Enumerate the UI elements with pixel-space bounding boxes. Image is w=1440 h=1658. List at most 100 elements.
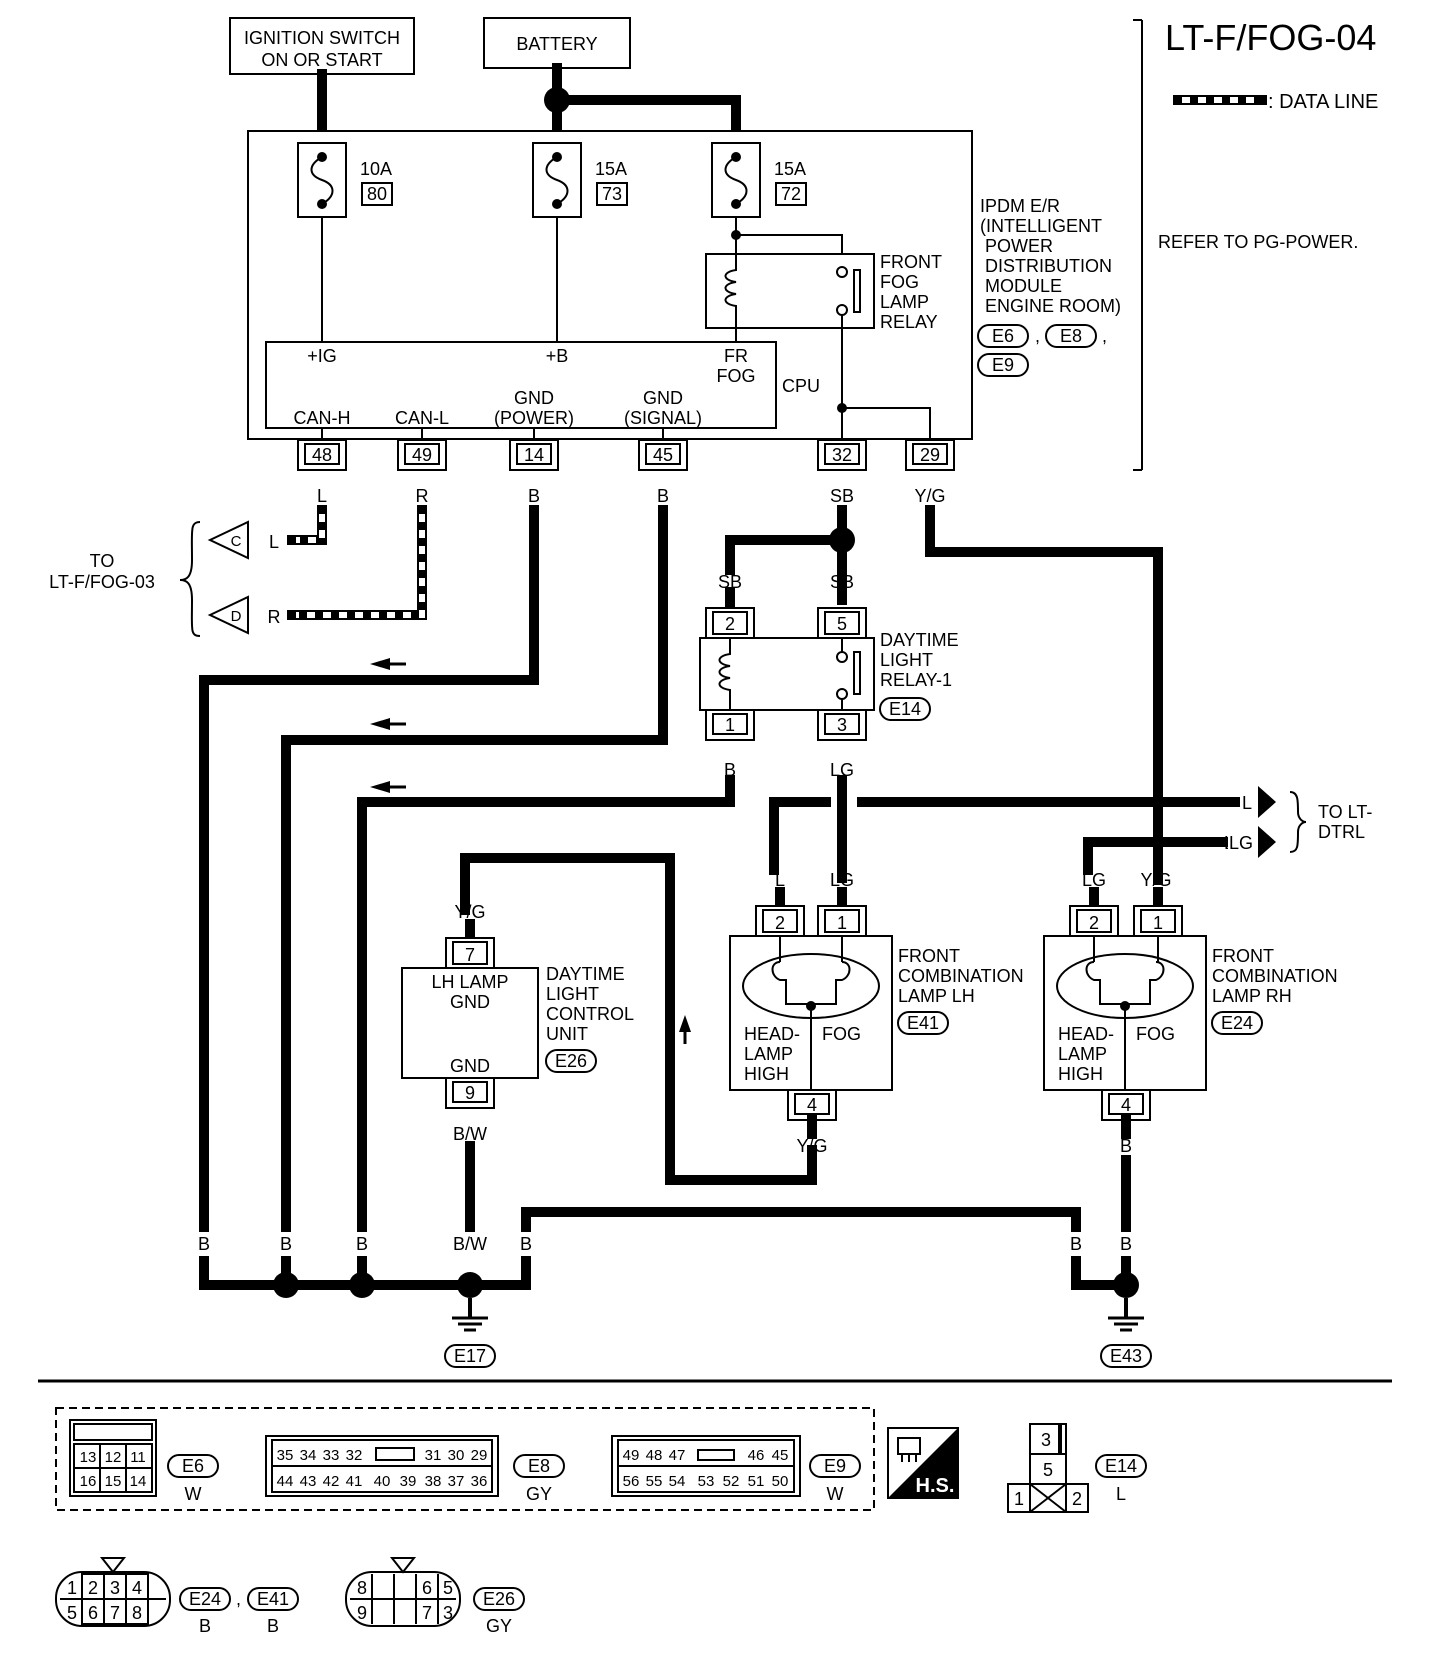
- lamp-rh-fog: FOG: [1136, 1024, 1175, 1044]
- battery-label: BATTERY: [516, 34, 597, 54]
- front-combination-lamp-lh: L LG 2 1 HEAD- LAMP HIGH FOG 4 FRONT COM…: [729, 865, 1024, 1121]
- e41-name: E41: [257, 1589, 289, 1609]
- e14-cell-5: 5: [1043, 1460, 1053, 1480]
- ipdm-label-4: DISTRIBUTION: [985, 256, 1112, 276]
- wire-label-lg-relay1: LG: [830, 760, 854, 780]
- gnd-wire-b-6-text: B: [1120, 1234, 1132, 1254]
- relay1-pin-5: 5: [837, 614, 847, 634]
- lamp-lh-conn: E41: [907, 1013, 939, 1033]
- relay1-label-2: LIGHT: [880, 650, 933, 670]
- e9-r2-5: 51: [748, 1473, 765, 1490]
- e8-r1a-1: 34: [300, 1447, 317, 1464]
- ipdm-conn-e6: E6: [992, 326, 1014, 346]
- e8-r2-7: 37: [448, 1473, 465, 1490]
- connector-view-e14: 3 5 1 2 E14 L: [1007, 1423, 1147, 1513]
- dtrl-wire-l-text: L: [1242, 793, 1252, 813]
- e8-r2-5: 39: [400, 1473, 417, 1490]
- wire-label-yg: Y/G: [914, 486, 945, 506]
- fuse-72: 15A 72: [711, 142, 807, 218]
- e9-r1b-0: 46: [748, 1447, 765, 1464]
- e24-r2-0: 5: [67, 1603, 77, 1623]
- e9-r1a-1: 48: [646, 1447, 663, 1464]
- e8-r2-0: 44: [277, 1473, 294, 1490]
- ipdm-label-3: POWER: [985, 236, 1053, 256]
- hs-text: H.S.: [916, 1475, 955, 1497]
- ipdm-conn-e9: E9: [992, 355, 1014, 375]
- ipdm-pins: 48 49 14 45 32 29: [297, 439, 955, 471]
- e9-r2-6: 50: [772, 1473, 789, 1490]
- lamp-rh-pin-1: 1: [1153, 913, 1163, 933]
- e9-r2-0: 56: [623, 1473, 640, 1490]
- e24-r1-3: 4: [132, 1578, 142, 1598]
- e9-name: E9: [824, 1456, 846, 1476]
- lamp-rh-pin-2: 2: [1089, 913, 1099, 933]
- ground-e43-label: E43: [1110, 1346, 1142, 1366]
- e8-r2-4: 40: [374, 1473, 391, 1490]
- lamp-lh-pin-4: 4: [807, 1095, 817, 1115]
- cpu-term-gndp-2: (POWER): [494, 408, 574, 428]
- e14-cell-2: 2: [1072, 1489, 1082, 1509]
- lamp-rh-label-1: FRONT: [1212, 946, 1274, 966]
- dlcu-inside-2: GND: [450, 992, 490, 1012]
- wire-label-sb-2: SB: [718, 572, 742, 592]
- dlcu-wire-yg: Y/G: [454, 902, 485, 922]
- e6-r2-2: 14: [130, 1473, 147, 1490]
- lamp-lh-pin-1: 1: [837, 913, 847, 933]
- fuse-73: 15A 73: [532, 142, 628, 218]
- e24-r2-1: 6: [88, 1603, 98, 1623]
- ground-e17-label: E17: [454, 1346, 486, 1366]
- relay1-conn: E14: [889, 699, 921, 719]
- diagram-title: LT-F/FOG-04: [1165, 17, 1376, 58]
- front-fog-lamp-relay: FRONT FOG LAMP RELAY: [705, 252, 942, 408]
- ipdm-label-2: (INTELLIGENT: [980, 216, 1102, 236]
- cpu-term-gnds-1: GND: [643, 388, 683, 408]
- dlcu-label-1: DAYTIME: [546, 964, 625, 984]
- lamp-rh-head-2: LAMP: [1058, 1044, 1107, 1064]
- e8-r1b-0: 31: [425, 1447, 442, 1464]
- e6-r1-2: 11: [130, 1449, 146, 1466]
- fuse-80-number: 80: [367, 184, 387, 204]
- e14-cell-3: 3: [1041, 1430, 1051, 1450]
- lamp-lh-label-1: FRONT: [898, 946, 960, 966]
- pin-48: 48: [312, 445, 332, 465]
- lamp-rh-head-3: HIGH: [1058, 1064, 1103, 1084]
- connector-d-wire: R: [268, 607, 281, 627]
- sb-splice: [829, 527, 855, 553]
- connector-view-e24-e41: 1 2 3 4 5 6 7 8 E24 , E41 B B: [55, 1557, 299, 1636]
- dtrl-wire-lg-text: LG: [1229, 833, 1253, 853]
- e24-r1-2: 3: [110, 1578, 120, 1598]
- fuse-72-number: 72: [781, 184, 801, 204]
- e6-r1-0: 13: [80, 1449, 97, 1466]
- lamp-rh-wire-b: B: [1120, 1136, 1132, 1156]
- data-line-legend-text: : DATA LINE: [1268, 91, 1378, 113]
- connector-view-e8: 35 34 33 32 31 30 29 44 43 42 41 40 39 3…: [265, 1435, 565, 1504]
- wire-label-b-14: B: [528, 486, 540, 506]
- cpu-term-gndp-1: GND: [514, 388, 554, 408]
- dlcu-pin-9: 9: [465, 1083, 475, 1103]
- cpu-box: +IG +B FR FOG CAN-H CAN-L GND (POWER) GN…: [265, 341, 777, 429]
- fuse-72-amp: 15A: [774, 159, 806, 179]
- ipdm-label: IPDM E/R (INTELLIGENT POWER DISTRIBUTION…: [977, 196, 1121, 377]
- ipdm-conn-e8: E8: [1060, 326, 1082, 346]
- svg-text:,: ,: [1102, 326, 1107, 346]
- lamp-lh-wire-yg: Y/G: [796, 1136, 827, 1156]
- gnd-wire-bw-text: B/W: [453, 1234, 487, 1254]
- ignition-line-1: IGNITION SWITCH: [244, 28, 400, 48]
- relay-label-4: RELAY: [880, 312, 938, 332]
- lamp-lh-label-2: COMBINATION: [898, 966, 1024, 986]
- pin-49: 49: [412, 445, 432, 465]
- svg-text:,: ,: [1035, 326, 1040, 346]
- ground-e43: E43: [1100, 1298, 1152, 1368]
- connector-d-letter: D: [231, 608, 242, 625]
- cpu-term-frfog-2: FOG: [717, 366, 756, 386]
- e6-r2-0: 16: [80, 1473, 97, 1490]
- e14-name: E14: [1105, 1456, 1137, 1476]
- connector-view-e26: 8 6 5 9 7 3 E26 GY: [345, 1557, 525, 1636]
- ignition-switch-box: IGNITION SWITCH ON OR START: [229, 17, 415, 75]
- e9-r2-1: 55: [646, 1473, 663, 1490]
- e24-r1-1: 2: [88, 1578, 98, 1598]
- dlcu-wire-bw: B/W: [453, 1124, 487, 1144]
- relay-label-1: FRONT: [880, 252, 942, 272]
- wire-label-r: R: [416, 486, 429, 506]
- gnd-wire-b-3-text: B: [356, 1234, 368, 1254]
